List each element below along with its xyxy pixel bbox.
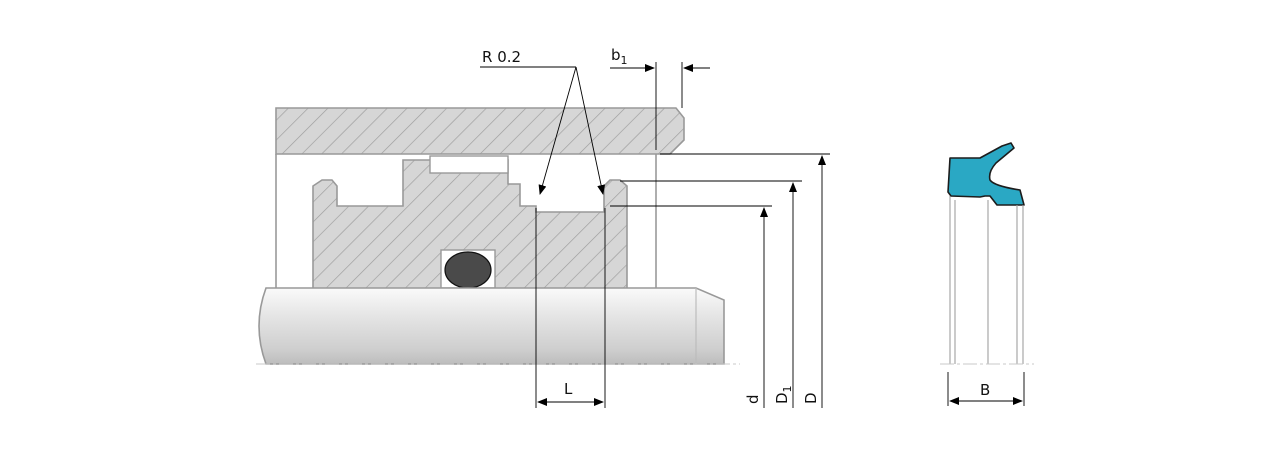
housing — [275, 107, 685, 290]
b-dimension: B — [947, 372, 1025, 406]
radius-callout: R 0.2 — [480, 48, 606, 195]
b1-label: b1 — [611, 46, 628, 67]
d1-label: D1 — [773, 385, 794, 404]
b-label: B — [980, 381, 990, 399]
l-label: L — [564, 380, 573, 398]
diameter-dimensions: d D1 D — [610, 153, 830, 408]
guide-block — [312, 155, 628, 291]
big-d-label: D — [802, 392, 820, 404]
d-label: d — [744, 394, 762, 404]
piston-rod — [256, 287, 740, 365]
radius-label: R 0.2 — [482, 48, 521, 66]
seal-profile — [940, 142, 1034, 365]
l-dimension: L — [535, 208, 606, 408]
b1-dimension: b1 — [610, 46, 710, 150]
o-ring — [444, 251, 492, 289]
seal-cross-section — [947, 142, 1025, 206]
